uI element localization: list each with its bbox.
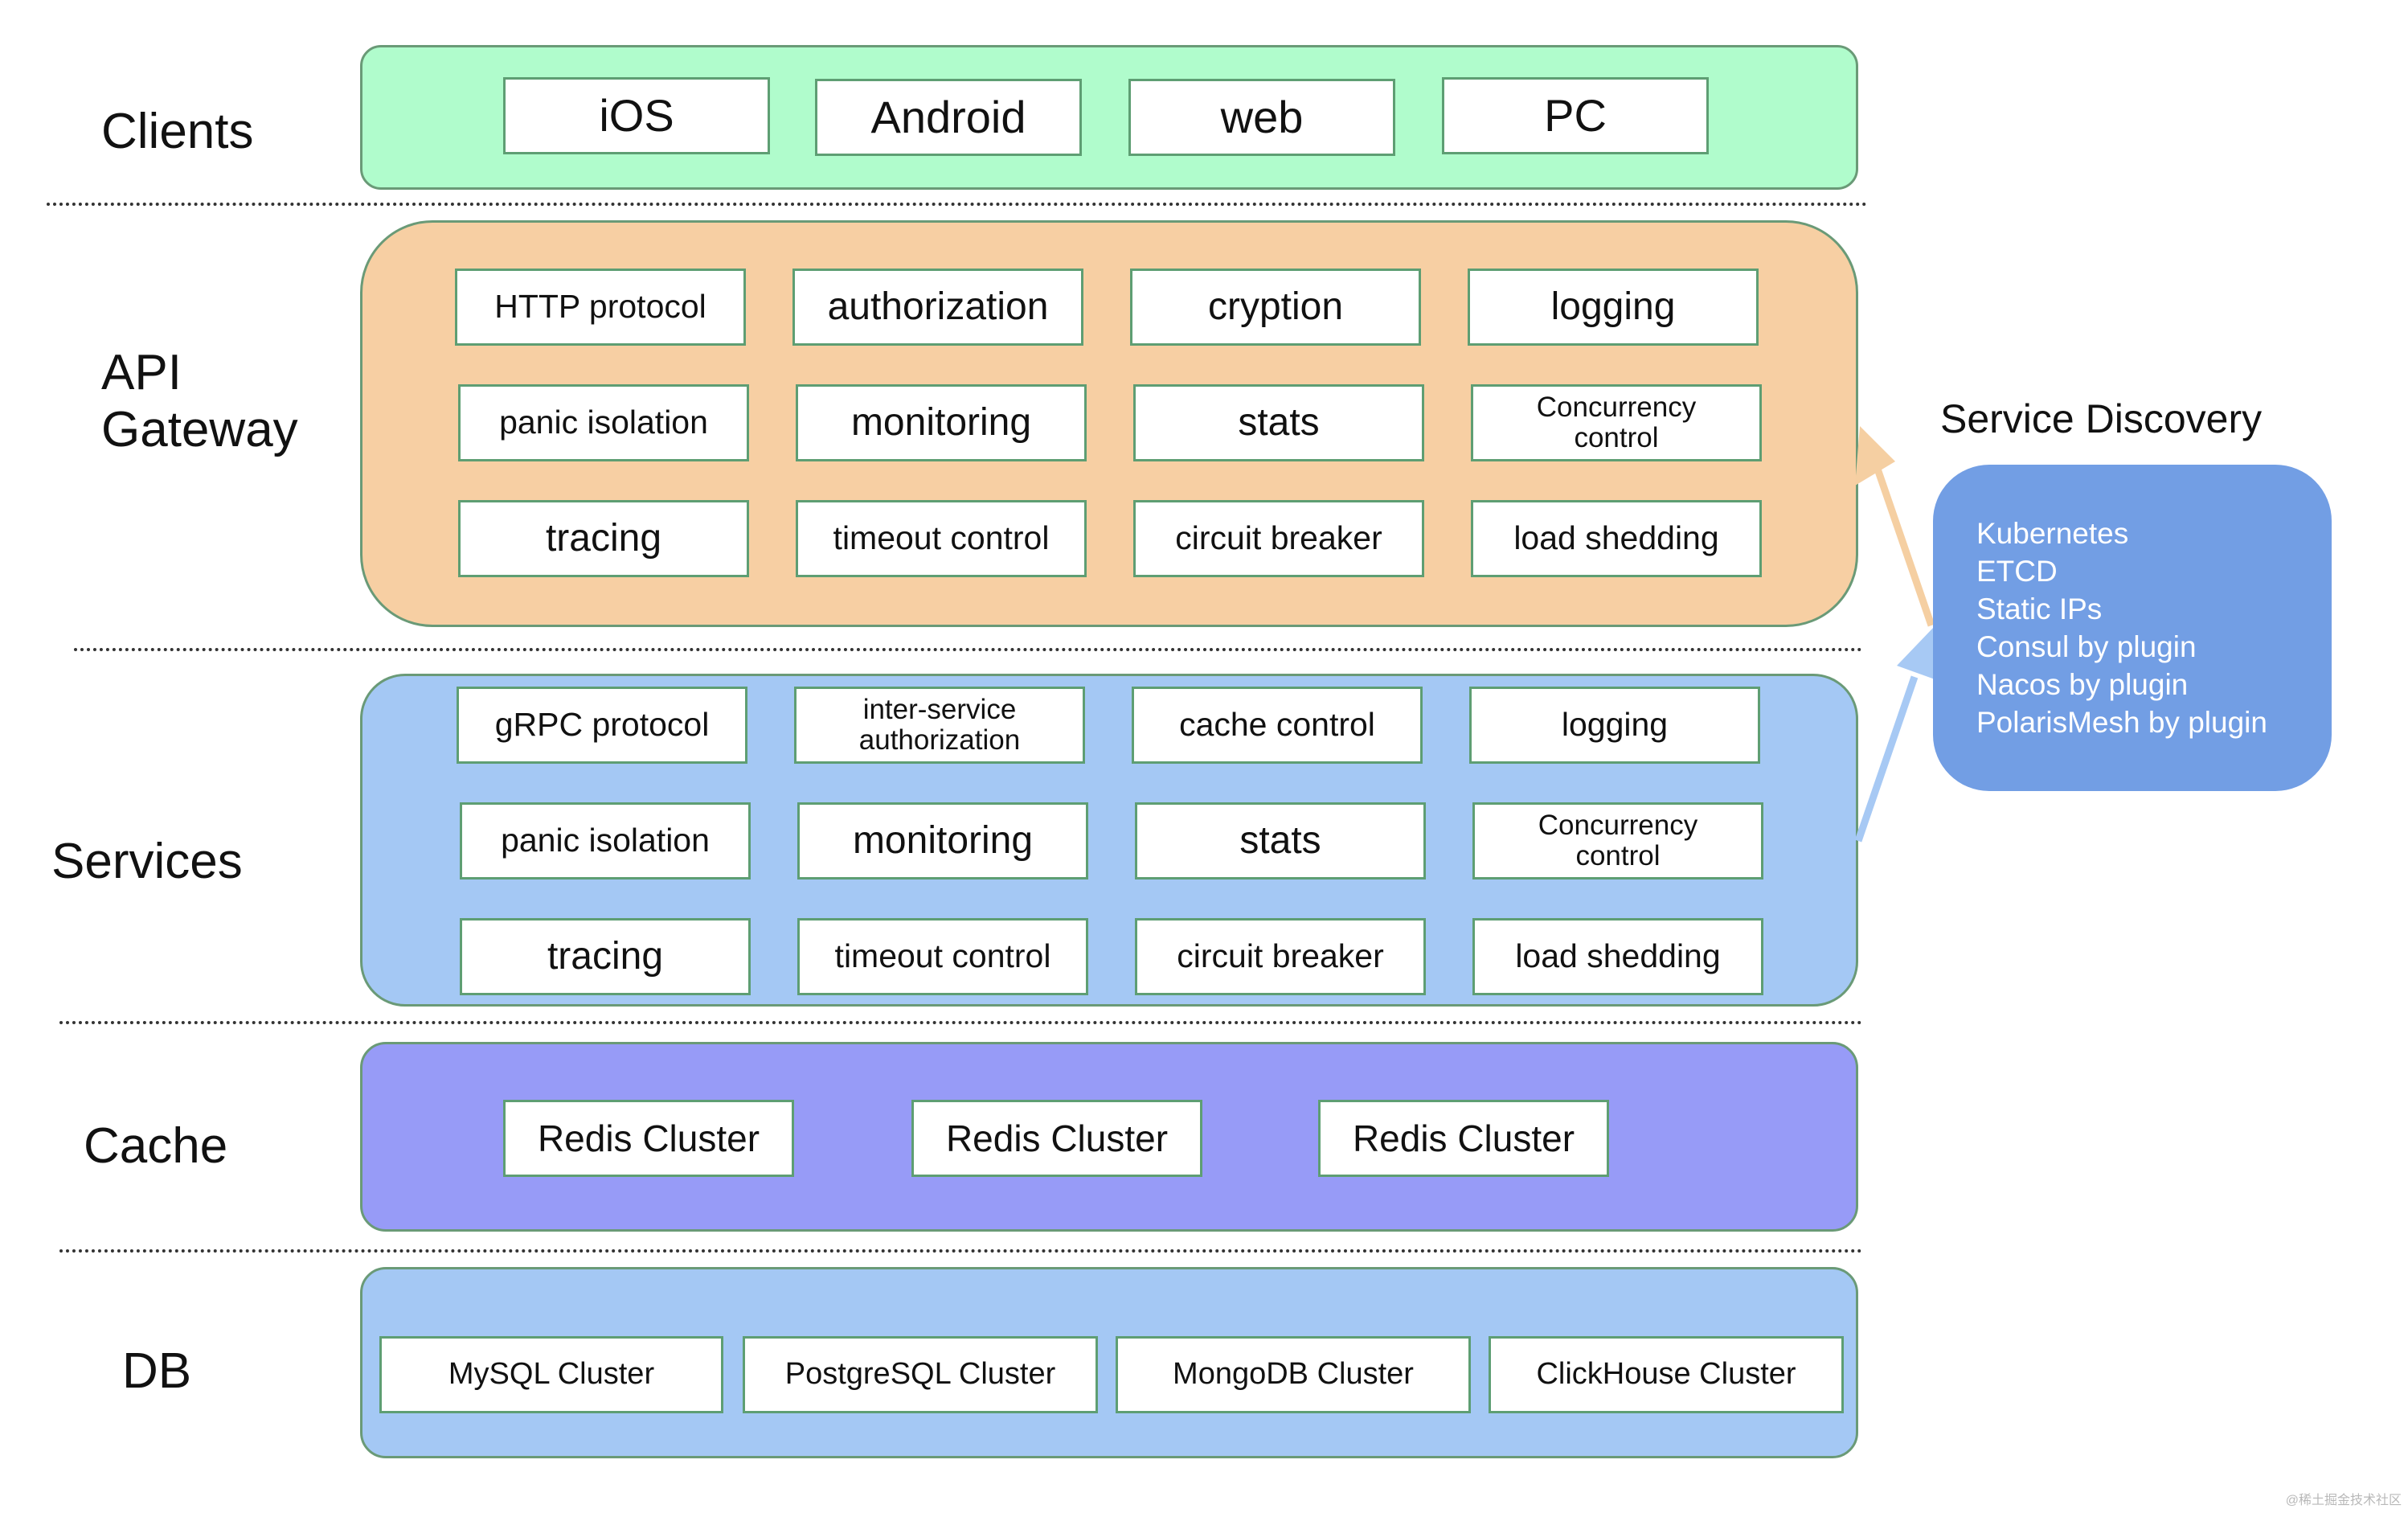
- arrow-services-head: [1897, 627, 1937, 680]
- services-monitoring-box: monitoring: [797, 802, 1088, 880]
- services-stats-box: stats: [1135, 802, 1426, 880]
- sd-item-static-ips: Static IPs: [1976, 592, 2103, 625]
- gateway-http-protocol-box: HTTP protocol: [455, 269, 746, 346]
- services-load-shedding-box: load shedding: [1472, 918, 1763, 995]
- cache-redis-cluster-2-box: Redis Cluster: [911, 1100, 1202, 1177]
- layer-label-services: Services: [51, 834, 243, 889]
- gateway-monitoring-box: monitoring: [796, 384, 1087, 461]
- services-concurrency-control-box: Concurrency control: [1472, 802, 1763, 880]
- sd-item-kubernetes: Kubernetes: [1976, 517, 2129, 550]
- layer-label-clients: Clients: [101, 104, 254, 159]
- gateway-authorization-box: authorization: [792, 269, 1083, 346]
- db-mongodb-cluster-box: MongoDB Cluster: [1116, 1336, 1471, 1413]
- services-circuit-breaker-box: circuit breaker: [1135, 918, 1426, 995]
- service-discovery-title: Service Discovery: [1940, 396, 2263, 441]
- services-cache-control-box: cache control: [1132, 687, 1423, 764]
- client-pc-box: PC: [1442, 77, 1709, 154]
- divider-services-cache: [59, 1021, 1863, 1024]
- arrow-services-line: [1854, 675, 1919, 843]
- db-clickhouse-cluster-box: ClickHouse Cluster: [1489, 1336, 1844, 1413]
- client-web-box: web: [1128, 79, 1395, 156]
- gateway-concurrency-control-box: Concurrency control: [1471, 384, 1762, 461]
- gateway-circuit-breaker-box: circuit breaker: [1133, 500, 1424, 577]
- cache-redis-cluster-1-box: Redis Cluster: [503, 1100, 794, 1177]
- divider-gateway-services: [74, 648, 1863, 651]
- divider-cache-db: [59, 1249, 1863, 1253]
- services-timeout-control-box: timeout control: [797, 918, 1088, 995]
- services-logging-box: logging: [1469, 687, 1760, 764]
- sd-item-consul: Consul by plugin: [1976, 630, 2197, 663]
- sd-item-polarismesh: PolarisMesh by plugin: [1976, 706, 2267, 739]
- sd-item-etcd: ETCD: [1976, 555, 2058, 588]
- gateway-stats-box: stats: [1133, 384, 1424, 461]
- services-grpc-protocol-box: gRPC protocol: [457, 687, 747, 764]
- arrow-gateway-head: [1855, 426, 1895, 486]
- client-ios-box: iOS: [503, 77, 770, 154]
- services-inter-service-authorization-box: inter-service authorization: [794, 687, 1085, 764]
- db-mysql-cluster-box: MySQL Cluster: [379, 1336, 723, 1413]
- arrow-gateway-line: [1867, 449, 1935, 627]
- gateway-cryption-box: cryption: [1130, 269, 1421, 346]
- services-tracing-box: tracing: [460, 918, 751, 995]
- layer-label-api-line1: API: [101, 345, 182, 400]
- layer-label-api-gateway: API Gateway: [101, 344, 298, 459]
- gateway-timeout-control-box: timeout control: [796, 500, 1087, 577]
- layer-label-cache: Cache: [84, 1118, 228, 1174]
- gateway-logging-box: logging: [1468, 269, 1759, 346]
- service-discovery-panel: Kubernetes ETCD Static IPs Consul by plu…: [1933, 465, 2332, 791]
- cache-redis-cluster-3-box: Redis Cluster: [1318, 1100, 1609, 1177]
- gateway-tracing-box: tracing: [458, 500, 749, 577]
- divider-clients-gateway: [47, 203, 1868, 206]
- gateway-panic-isolation-box: panic isolation: [458, 384, 749, 461]
- layer-label-db: DB: [122, 1343, 192, 1399]
- client-android-box: Android: [815, 79, 1082, 156]
- sd-item-nacos: Nacos by plugin: [1976, 668, 2189, 701]
- watermark: @稀土掘金技术社区: [2285, 1494, 2402, 1507]
- layer-label-api-line2: Gateway: [101, 402, 298, 458]
- db-postgresql-cluster-box: PostgreSQL Cluster: [743, 1336, 1098, 1413]
- services-panic-isolation-box: panic isolation: [460, 802, 751, 880]
- gateway-load-shedding-box: load shedding: [1471, 500, 1762, 577]
